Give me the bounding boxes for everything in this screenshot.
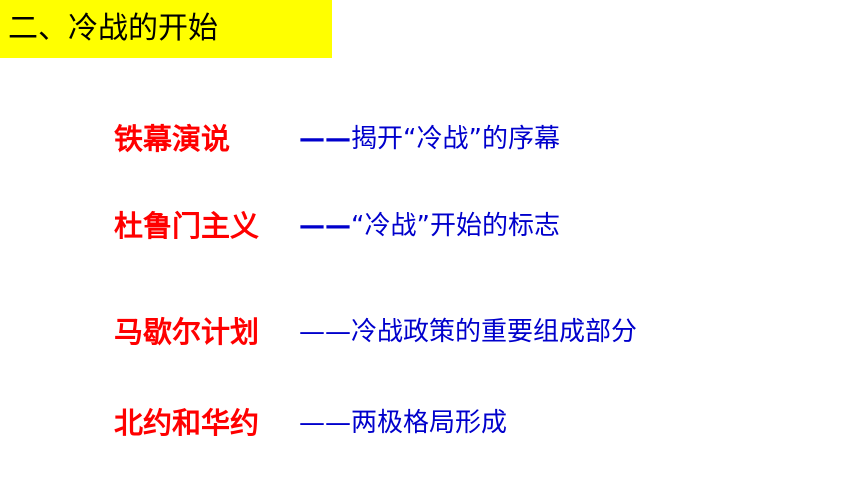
item-description: ——揭开“冷战”的序幕: [299, 119, 560, 159]
item-dash: ——: [299, 317, 351, 347]
item-term: 北约和华约: [114, 406, 260, 440]
item-term: 铁幕演说: [114, 122, 231, 156]
item-term: 马歇尔计划: [114, 315, 260, 349]
item-description-text: 两极格局形成: [351, 408, 508, 438]
item-description: ——冷战政策的重要组成部分: [299, 312, 637, 352]
item-description: ——“冷战”开始的标志: [299, 206, 560, 246]
item-description-text: “冷战”开始的标志: [351, 211, 560, 241]
list-item: 北约和华约 ——两极格局形成: [0, 403, 860, 443]
item-dash: ——: [299, 408, 351, 438]
section-title-banner: 二、冷战的开始: [0, 0, 332, 58]
item-term: 杜鲁门主义: [114, 209, 260, 243]
section-title: 二、冷战的开始: [8, 11, 218, 46]
list-item: 马歇尔计划 ——冷战政策的重要组成部分: [0, 312, 860, 352]
item-description: ——两极格局形成: [299, 403, 507, 443]
item-description-text: 冷战政策的重要组成部分: [351, 317, 638, 347]
item-dash: ——: [299, 211, 351, 241]
list-item: 杜鲁门主义 ——“冷战”开始的标志: [0, 206, 860, 246]
item-dash: ——: [299, 124, 351, 154]
list-item: 铁幕演说 ——揭开“冷战”的序幕: [0, 119, 860, 159]
item-description-text: 揭开“冷战”的序幕: [351, 124, 560, 154]
